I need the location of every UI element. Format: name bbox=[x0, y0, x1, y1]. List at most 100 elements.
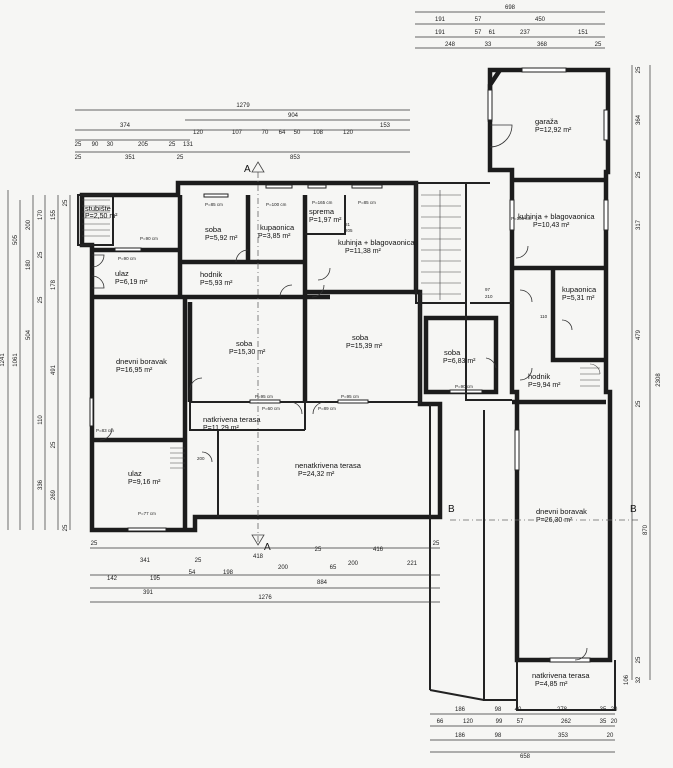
dim: 25 bbox=[91, 541, 98, 547]
room-area-hodnik-1: P=5,93 m² bbox=[200, 280, 233, 287]
right-building bbox=[429, 67, 616, 711]
dim: 25 bbox=[636, 656, 642, 663]
dim: 186 bbox=[455, 707, 466, 713]
dim: 25 bbox=[595, 42, 602, 48]
room-area-sprema: P=1,97 m² bbox=[309, 217, 342, 224]
room-name-natkrivena-2: natkrivena terasa bbox=[532, 671, 590, 680]
room-area-stubiste: P=2,50 m² bbox=[85, 213, 118, 220]
dim: 391 bbox=[143, 590, 154, 596]
dim: 248 bbox=[445, 42, 456, 48]
opening-label: P=83 cm bbox=[96, 428, 114, 433]
dimensions-left: 1241 1061 505 200 170 155 25 180 25 178 … bbox=[0, 190, 71, 531]
dim-total: 1276 bbox=[258, 595, 272, 601]
dim: 25 bbox=[38, 251, 44, 258]
staircase-stubiste bbox=[82, 199, 110, 237]
dim: 374 bbox=[120, 123, 131, 129]
dim: 200 bbox=[348, 561, 359, 567]
dimensions-right: 25 364 25 317 479 25 2308 870 25 106 32 bbox=[624, 65, 662, 685]
opening-label: P=60 cm bbox=[262, 406, 280, 411]
opening-label: 81 bbox=[345, 222, 351, 227]
room-area-soba-3: P=15,39 m² bbox=[346, 343, 383, 350]
room-area-ulaz-1: P=6,19 m² bbox=[115, 279, 148, 286]
dim: 25 bbox=[636, 171, 642, 178]
dim: 25 bbox=[636, 400, 642, 407]
opening-label: P=100 cm bbox=[266, 202, 287, 207]
opening-label: P=165 cm bbox=[312, 200, 333, 205]
dim: 25 bbox=[63, 199, 69, 206]
dim: 904 bbox=[288, 113, 299, 119]
dim: 35 bbox=[600, 719, 607, 725]
dim: 353 bbox=[558, 733, 569, 739]
staircase-right bbox=[580, 363, 601, 387]
section-lines: A A B B bbox=[244, 161, 640, 553]
dim: 25 bbox=[38, 296, 44, 303]
dim: 1061 bbox=[13, 353, 19, 367]
section-a-top: A bbox=[244, 164, 251, 175]
dim: 98 bbox=[495, 733, 502, 739]
dim: 57 bbox=[475, 30, 482, 36]
dim: 25 bbox=[177, 155, 184, 161]
dimensions-top-right: 698 191 57 450 191 57 61 237 151 248 33 … bbox=[415, 5, 605, 49]
dim: 1241 bbox=[0, 353, 6, 367]
dim: 504 bbox=[26, 329, 32, 340]
room-name-kupaonica-1: kupaonica bbox=[260, 223, 295, 232]
dim: 20 bbox=[611, 719, 618, 725]
room-name-dnevni-2: dnevni boravak bbox=[536, 507, 587, 516]
room-area-kupaonica-2: P=5,31 m² bbox=[562, 295, 595, 302]
dim: 368 bbox=[537, 42, 548, 48]
dim: 416 bbox=[373, 547, 384, 553]
opening-label: P=100 cm bbox=[511, 216, 532, 221]
opening-label: 110 bbox=[540, 314, 548, 319]
left-building bbox=[77, 180, 499, 533]
section-b-left: B bbox=[448, 504, 455, 515]
room-name-nenatkrivena: nenatkrivena terasa bbox=[295, 461, 362, 470]
room-area-soba-4: P=6,83 m² bbox=[443, 358, 476, 365]
opening-label: P=77 cm bbox=[138, 511, 156, 516]
dim: 180 bbox=[26, 259, 32, 270]
dim: 191 bbox=[435, 30, 446, 36]
dim: 853 bbox=[290, 155, 301, 161]
dim: 505 bbox=[13, 234, 19, 245]
room-name-ulaz-1: ulaz bbox=[115, 269, 129, 278]
opening-labels: P=85 cm P=100 cm P=165 cm P=85 cm P=90 c… bbox=[96, 200, 548, 516]
dim: 186 bbox=[455, 733, 466, 739]
opening-label: P=90 cm bbox=[455, 384, 473, 389]
dim: 50 bbox=[294, 130, 301, 136]
room-name-hodnik-1: hodnik bbox=[200, 270, 222, 279]
room-name-soba-4: soba bbox=[444, 348, 461, 357]
dim: 108 bbox=[313, 130, 324, 136]
dim: 491 bbox=[51, 364, 57, 375]
dim: 20 bbox=[607, 733, 614, 739]
dim: 25 bbox=[636, 66, 642, 73]
dim: 107 bbox=[232, 130, 243, 136]
room-area-dnevni-2: P=26,30 m² bbox=[536, 517, 573, 524]
dim: 178 bbox=[51, 279, 57, 290]
room-area-soba-1: P=5,92 m² bbox=[205, 235, 238, 242]
room-area-kupaonica-1: P=3,85 m² bbox=[258, 233, 291, 240]
room-name-kuhinja-1: kuhinja + blagovaonica bbox=[338, 238, 415, 247]
dim: 884 bbox=[317, 580, 328, 586]
room-name-hodnik-2: hodnik bbox=[528, 372, 550, 381]
dim: 25 bbox=[169, 142, 176, 148]
dim: 153 bbox=[380, 123, 391, 129]
dimensions-bottom-right: 186 98 40 278 35 20 66 120 99 57 262 35 … bbox=[430, 707, 618, 760]
dim-total: 1279 bbox=[236, 103, 250, 109]
dim: 25 bbox=[315, 547, 322, 553]
dim-total: 698 bbox=[505, 5, 516, 11]
room-name-dnevni-1: dnevni boravak bbox=[116, 357, 167, 366]
dimensions-bottom-left: 25 341 25 418 25 416 25 142 195 54 198 2… bbox=[90, 541, 440, 603]
dim: 221 bbox=[407, 561, 418, 567]
dimensions-top-left: 1279 904 374 120 107 70 64 50 108 120 15… bbox=[75, 103, 410, 161]
opening-label: 210 bbox=[485, 294, 493, 299]
room-area-hodnik-2: P=9,94 m² bbox=[528, 382, 561, 389]
dim: 25 bbox=[51, 441, 57, 448]
room-name-garaza: garaža bbox=[535, 117, 559, 126]
dim: 106 bbox=[624, 674, 630, 685]
dim: 64 bbox=[279, 130, 286, 136]
dim: 70 bbox=[262, 130, 269, 136]
dim: 317 bbox=[636, 219, 642, 230]
dim: 450 bbox=[535, 17, 546, 23]
dim: 40 bbox=[515, 707, 522, 713]
